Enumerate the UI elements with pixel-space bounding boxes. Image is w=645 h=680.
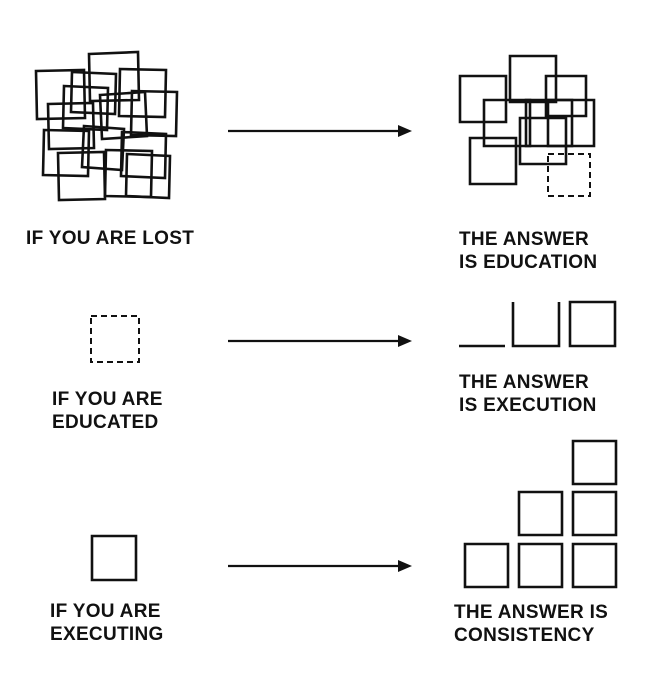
arrow-2 [228,335,412,347]
stair-square [571,490,618,537]
tangle-square [124,152,172,200]
tangle-square [87,50,141,103]
tangle-square [117,67,168,119]
answer-label-education: THE ANSWER IS EDUCATION [459,228,597,274]
arrow-head [398,125,412,137]
tangle-square [103,148,154,199]
tangle-square [41,128,91,178]
answer-line: IS EDUCATION [459,252,598,273]
stair-square [463,542,510,589]
tangle-square [129,89,179,138]
condition-line: IF YOU ARE [50,601,161,622]
overlap-square [544,74,588,118]
educated-dashed-square [90,315,140,363]
arrow-head [398,560,412,572]
condition-line: EXECUTING [50,624,164,645]
condition-line: IF YOU ARE [52,389,163,410]
answer-label-execution: THE ANSWER IS EXECUTION [459,371,597,417]
condition-label-executing: IF YOU ARE EXECUTING [50,600,164,646]
stair-square [517,542,564,589]
arrow-1 [228,125,412,137]
overlap-square [468,136,518,186]
condition-label-educated: IF YOU ARE EDUCATED [52,388,163,434]
tangle-square [69,70,118,116]
dashed-square [547,153,591,197]
lost-square-tangle [34,50,179,202]
condition-label-lost: IF YOU ARE LOST [26,227,194,250]
solid-square [568,300,617,348]
arrow-3 [228,560,412,572]
execution-squares [459,300,617,348]
overlap-square [546,98,596,148]
overlap-square [518,116,568,166]
solid-square [90,534,138,582]
answer-line: THE ANSWER [459,229,590,250]
answer-line: THE ANSWER IS [454,602,609,623]
open-top-square [511,302,561,348]
overlap-square [508,54,558,104]
stair-square [517,490,564,537]
tangle-square [34,68,87,121]
stair-square [571,542,618,589]
tangle-square [119,130,168,180]
tangle-square [46,101,96,151]
overlap-square [458,74,508,124]
answer-label-consistency: THE ANSWER IS CONSISTENCY [454,601,608,647]
stair-square [571,439,618,486]
answer-line: IS EXECUTION [459,395,597,416]
answer-line: THE ANSWER [459,372,590,393]
consistency-staircase [463,439,618,589]
education-squares [458,54,596,197]
executing-square [90,534,138,582]
answer-line: CONSISTENCY [454,625,595,646]
dashed-square [90,315,140,363]
condition-line: EDUCATED [52,412,159,433]
tangle-square [56,150,107,202]
arrow-head [398,335,412,347]
tangle-square [61,84,110,132]
condition-line: IF YOU ARE LOST [26,228,195,249]
